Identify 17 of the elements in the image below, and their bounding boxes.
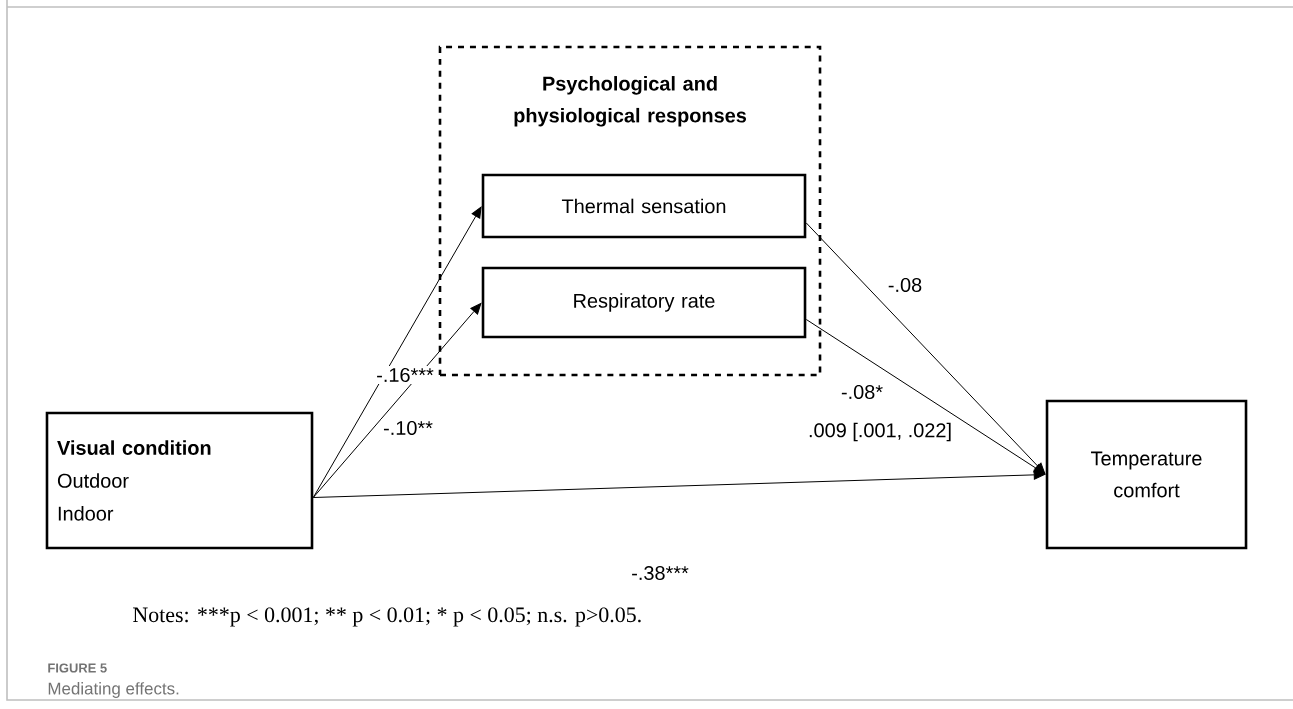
arrow: [312, 303, 482, 498]
effect-label: .009 [.001, .022]: [806, 420, 955, 444]
edge-label: -.08: [885, 275, 925, 295]
variable-box: Respiratory rate: [481, 266, 807, 339]
variable-box: Thermal sensation: [481, 173, 807, 239]
caption: Mediating effects.: [48, 682, 179, 698]
edge-label: -.08*: [838, 382, 886, 402]
note-text: Notes: ***p < 0.001; ** p < 0.01; * p < 0.05; n.s. p>0.05.: [130, 605, 645, 629]
figure-label: FIGURE 5: [48, 663, 107, 673]
edge-label: -.38***: [629, 563, 691, 583]
edge-label: -.16***: [374, 365, 436, 385]
variable-box: Visual condition Outdoor Indoor: [45, 411, 314, 550]
edge-label: -.10**: [381, 418, 435, 438]
arrow: [312, 470, 1045, 498]
variable-box: Temperature comfort: [1045, 399, 1248, 550]
arrow: [312, 206, 482, 498]
arrow: [805, 319, 1046, 475]
